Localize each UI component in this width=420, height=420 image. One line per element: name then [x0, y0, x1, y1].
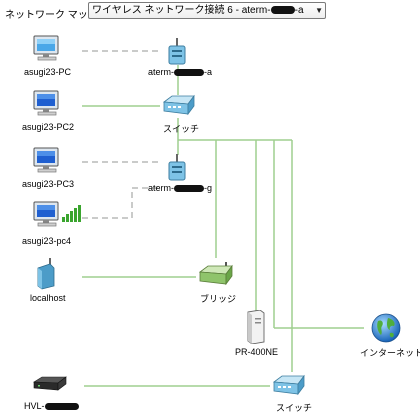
node-aterm-a[interactable]: [166, 38, 188, 66]
node-label: aterm--g: [148, 183, 213, 193]
node-hvl[interactable]: [32, 376, 68, 392]
redaction-mark: [44, 403, 79, 411]
node-asugi23-pc3[interactable]: [30, 146, 64, 176]
switch-icon: [162, 94, 196, 116]
node-label: asugi23-PC3: [22, 179, 75, 189]
node-label: ブリッジ: [200, 294, 237, 304]
redaction-mark: [174, 69, 205, 77]
select-text-suffix: -a: [294, 5, 304, 16]
computer-icon: [30, 34, 64, 64]
switch-icon: [272, 374, 306, 396]
globe-icon: [370, 312, 402, 344]
node-localhost[interactable]: [34, 258, 58, 290]
chevron-down-icon[interactable]: ▼: [315, 6, 323, 15]
node-label: aterm--a: [148, 67, 213, 77]
node-label: スイッチ: [163, 124, 200, 134]
redaction-mark: [174, 185, 205, 193]
nas-device-icon: [32, 376, 68, 392]
node-switch-1[interactable]: [162, 94, 196, 116]
wireless-link: [82, 187, 160, 219]
node-label: スイッチ: [276, 403, 313, 413]
wireless-device-icon: [34, 258, 58, 290]
node-label: PR-400NE: [235, 347, 279, 357]
network-map-select[interactable]: ワイヤレス ネットワーク接続 6 - aterm- -a ▼: [88, 2, 326, 19]
node-label: asugi23-PC: [24, 67, 72, 77]
node-label: localhost: [30, 293, 66, 303]
gateway-device-icon: [242, 310, 268, 344]
node-aterm-g[interactable]: [166, 154, 188, 182]
redaction-mark: [270, 6, 295, 15]
computer-icon: [30, 89, 64, 119]
node-asugi23-pc2[interactable]: [30, 89, 64, 119]
node-label: asugi23-PC2: [22, 122, 75, 132]
computer-icon: [30, 146, 64, 176]
node-switch-2[interactable]: [272, 374, 306, 396]
wireless-router-icon: [166, 154, 188, 182]
node-asugi23-pc4[interactable]: [30, 200, 86, 230]
node-label: インターネット: [360, 348, 420, 358]
network-map-label: ネットワーク マップ:: [5, 10, 101, 21]
node-internet[interactable]: [370, 312, 402, 344]
node-bridge[interactable]: [198, 262, 234, 286]
computer-wireless-icon: [30, 200, 86, 230]
select-text-prefix: ワイヤレス ネットワーク接続 6 - aterm-: [92, 5, 271, 16]
node-label: asugi23-pc4: [22, 236, 72, 246]
bridge-icon: [198, 262, 234, 286]
node-asugi23-pc[interactable]: [30, 34, 64, 64]
node-label: HVL-: [24, 401, 79, 411]
wireless-router-icon: [166, 38, 188, 66]
node-pr-400ne[interactable]: [242, 310, 268, 344]
